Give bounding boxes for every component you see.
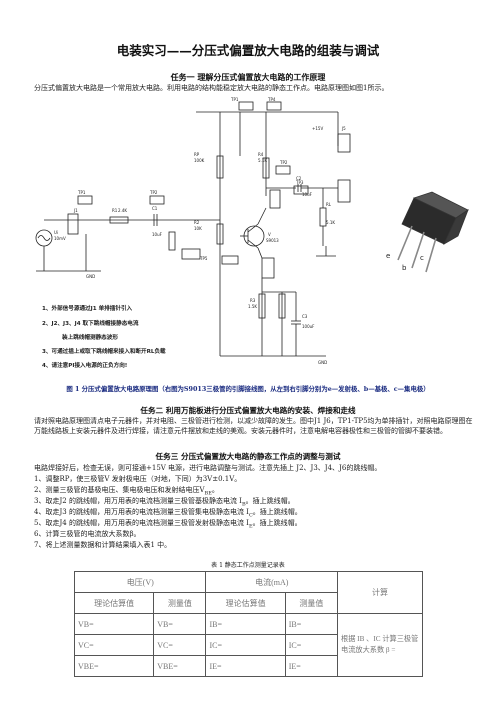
svg-text:2.4K: 2.4K (118, 208, 127, 213)
header-voltage: 电压(V) (73, 571, 207, 593)
svg-text:TP2: TP2 (149, 190, 158, 195)
svg-text:R2: R2 (194, 220, 200, 225)
col-estimate-v: 理论估算值 (73, 592, 155, 614)
svg-text:V: V (268, 232, 271, 237)
step-2: 2、测量三极管的基极电压、集电极电压和发射结电压VBE。 (34, 486, 219, 497)
svg-text:100K: 100K (194, 158, 205, 163)
cell-ib-meas[interactable]: IB= (284, 613, 339, 635)
col-measure-i: 测量值 (284, 592, 339, 614)
task1-heading: 任务一 理解分压式偏置放大电路的工作原理 (170, 72, 326, 82)
cell-vbe-est[interactable]: VBE= (73, 655, 155, 677)
svg-text:J5: J5 (341, 126, 346, 131)
cell-vbe-meas[interactable]: VBE= (153, 655, 207, 677)
svg-text:C1: C1 (152, 206, 158, 211)
svg-text:10K: 10K (194, 226, 202, 231)
note-1: 1、外部信号源通过J1 单排插针引入 (42, 304, 133, 312)
col-measure-v: 测量值 (153, 592, 207, 614)
table-row: VC= VC= IC= IC= (73, 634, 423, 656)
svg-text:R3: R3 (250, 298, 256, 303)
document-title: 电装实习——分压式偏置放大电路的组装与调试 (116, 43, 380, 58)
svg-text:R4: R4 (258, 152, 264, 157)
cell-vb-meas[interactable]: VB= (153, 613, 207, 635)
task3-intro: 电路焊接好后，检查无误，则可接通+15V 电源，进行电路调整与测试。注意先插上 … (34, 464, 382, 472)
svg-text:+15V: +15V (312, 126, 323, 131)
task3-heading: 任务三 分压式偏置放大电路的静态工作点的调整与测试 (155, 452, 341, 461)
task2-paragraph: 请对照电路原理图清点电子元器件，并对电阻、三极管进行检测，以减少故障的发生。图中… (34, 417, 473, 435)
svg-text:RL: RL (326, 202, 332, 207)
svg-text:C2: C2 (296, 176, 302, 181)
svg-text:100uF: 100uF (302, 324, 315, 329)
cell-ie-meas[interactable]: IE= (284, 655, 339, 677)
step-7: 7、将上述测量数据和计算结果填入表1 中。 (34, 541, 172, 549)
step-5: 5、取走J4 的跳线帽，用万用表的电流档测量三极管发射极静态电流 IE。插上跳线… (34, 519, 302, 530)
svg-text:GND: GND (86, 274, 95, 279)
static-point-table: 电压(V) 电流(mA) 计算 理论估算值 测量值 理论估算值 测量值 VB= … (73, 571, 423, 677)
pin-e-label: e (386, 252, 390, 260)
calc-note[interactable]: 根据 IB 、IC 计算三极管电流放大系数 β = (337, 613, 423, 677)
svg-text:5.1K: 5.1K (326, 220, 335, 225)
cell-vb-est[interactable]: VB= (73, 613, 155, 635)
header-calc: 计算 (337, 571, 423, 614)
step-3: 3、取走J2 的跳线帽，用万用表的电流档测量三极管基极静态电流 IB。插上跳线帽… (34, 497, 295, 508)
svg-text:TP1: TP1 (230, 97, 239, 102)
svg-text:TP5: TP5 (199, 256, 208, 261)
svg-text:TP4: TP4 (267, 97, 276, 102)
svg-text:TP2: TP2 (279, 160, 288, 165)
s9013-pinout-drawing: e b c (386, 191, 469, 273)
task2-heading: 任务二 利用万能板进行分压式偏置放大电路的安装、焊接和走线 (140, 406, 356, 415)
pin-b-label: b (402, 264, 407, 272)
note-2b: 装上跳线帽测静态波形 (61, 333, 118, 341)
svg-text:10mV: 10mV (54, 236, 66, 241)
table-caption: 表 1 静态工作点测量记录表 (211, 562, 285, 569)
svg-text:RP: RP (194, 152, 200, 157)
cell-ic-est[interactable]: IC= (205, 634, 286, 656)
svg-text:1.5K: 1.5K (248, 304, 257, 309)
col-estimate-i: 理论估算值 (205, 592, 286, 614)
figure-caption: 图 1 分压式偏置放大电路原理图（右图为S9013三极管的引脚接线图，从左到右引… (66, 385, 430, 393)
step-1: 1、调整RP，使三极管V 发射极电压（对地，下同）为3V±0.1V。 (34, 475, 242, 483)
table-row: VB= VB= IB= IB= 根据 IB 、IC 计算三极管电流放大系数 β … (73, 613, 423, 677)
pin-c-label: c (420, 254, 424, 262)
svg-text:GND: GND (318, 360, 327, 365)
cell-ib-est[interactable]: IB= (205, 613, 286, 635)
svg-text:10uF: 10uF (152, 232, 163, 237)
svg-text:C3: C3 (302, 314, 308, 319)
task1-paragraph: 分压式偏置放大电路是一个常用放大电路。利用电路的结构能稳定放大电路的静态工作点。… (34, 84, 389, 92)
table-row: VBE= VBE= IE= IE= (73, 655, 423, 677)
svg-text:R1: R1 (112, 208, 118, 213)
svg-text:TP1: TP1 (77, 190, 86, 195)
svg-text:Ui: Ui (54, 230, 58, 235)
step-4: 4、取走J3 的跳线帽，用万用表的电流档测量三极管集电极静态电流 IC。插上跳线… (34, 508, 302, 519)
svg-text:10uF: 10uF (302, 192, 313, 197)
header-current: 电流(mA) (205, 571, 338, 593)
step-6: 6、计算三极管的电流放大系数β。 (34, 530, 141, 538)
svg-text:S9013: S9013 (266, 238, 279, 243)
svg-text:5.1K: 5.1K (258, 158, 267, 163)
note-2: 2、J2、J3、J4 取下跳线帽接静态电流 (42, 319, 139, 327)
note-4: 4、请注意PI接入电源的正负方向! (42, 361, 127, 369)
cell-ic-meas[interactable]: IC= (284, 634, 339, 656)
note-3: 3、可通过插上或取下跳线帽来接入和断开RL负载 (42, 347, 166, 355)
cell-vc-meas[interactable]: VC= (153, 634, 207, 656)
svg-text:J1: J1 (73, 208, 78, 213)
cell-vc-est[interactable]: VC= (73, 634, 155, 656)
svg-text:TP3: TP3 (295, 180, 304, 185)
cell-ie-est[interactable]: IE= (205, 655, 286, 677)
